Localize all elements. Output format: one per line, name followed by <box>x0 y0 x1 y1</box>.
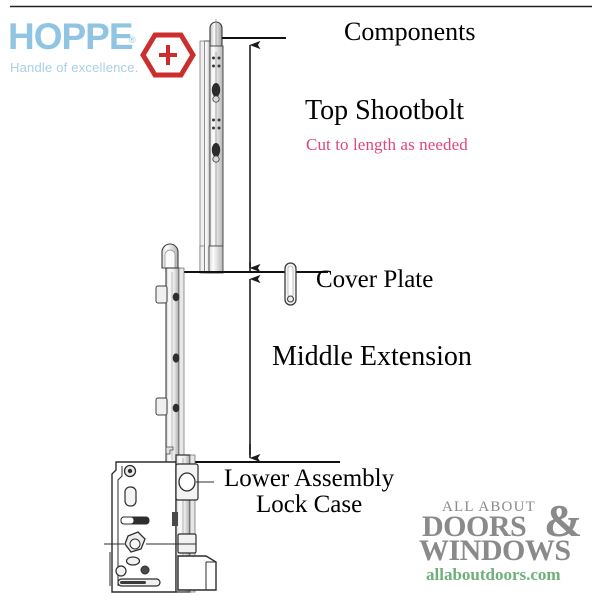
cover-plate-drawing <box>272 262 297 306</box>
allaboutdoors-watermark: ALL ABOUT & DOORS WINDOWS allaboutdoors.… <box>418 498 598 594</box>
top-shootbolt-drawing <box>199 19 224 274</box>
hoppe-logo: HOPPE ® Handle of excellence. <box>8 16 198 78</box>
watermark-line-all-about: ALL ABOUT <box>442 499 536 515</box>
watermark-line-windows: WINDOWS <box>419 534 571 567</box>
dimension-middle-extension <box>176 262 340 463</box>
label-cover-plate: Cover Plate <box>316 266 434 293</box>
label-lower-assembly-line2: Lock Case <box>255 491 363 519</box>
lower-assembly-lock-case-drawing <box>104 454 217 593</box>
label-components: Components <box>344 17 476 46</box>
dimension-top-shootbolt <box>222 37 286 272</box>
label-top-shootbolt: Top Shootbolt <box>305 95 465 126</box>
label-lower-assembly-line1: Lower Assembly <box>224 465 395 492</box>
middle-extension-drawing <box>155 243 185 464</box>
label-lower-assembly-lock-case: Lower Assembly Lock Case <box>224 465 395 519</box>
hoppe-tagline: Handle of excellence. <box>10 60 139 75</box>
label-middle-extension: Middle Extension <box>272 341 472 372</box>
hoppe-hexagon-icon <box>140 32 196 78</box>
watermark-url: allaboutdoors.com <box>426 565 561 584</box>
watermark-ampersand: & <box>544 495 583 546</box>
label-cut-to-length-note: Cut to length as needed <box>306 135 468 154</box>
watermark-line-doors: DOORS <box>422 510 527 543</box>
registered-trademark-icon: ® <box>129 35 136 45</box>
hoppe-wordmark: HOPPE <box>8 16 134 57</box>
